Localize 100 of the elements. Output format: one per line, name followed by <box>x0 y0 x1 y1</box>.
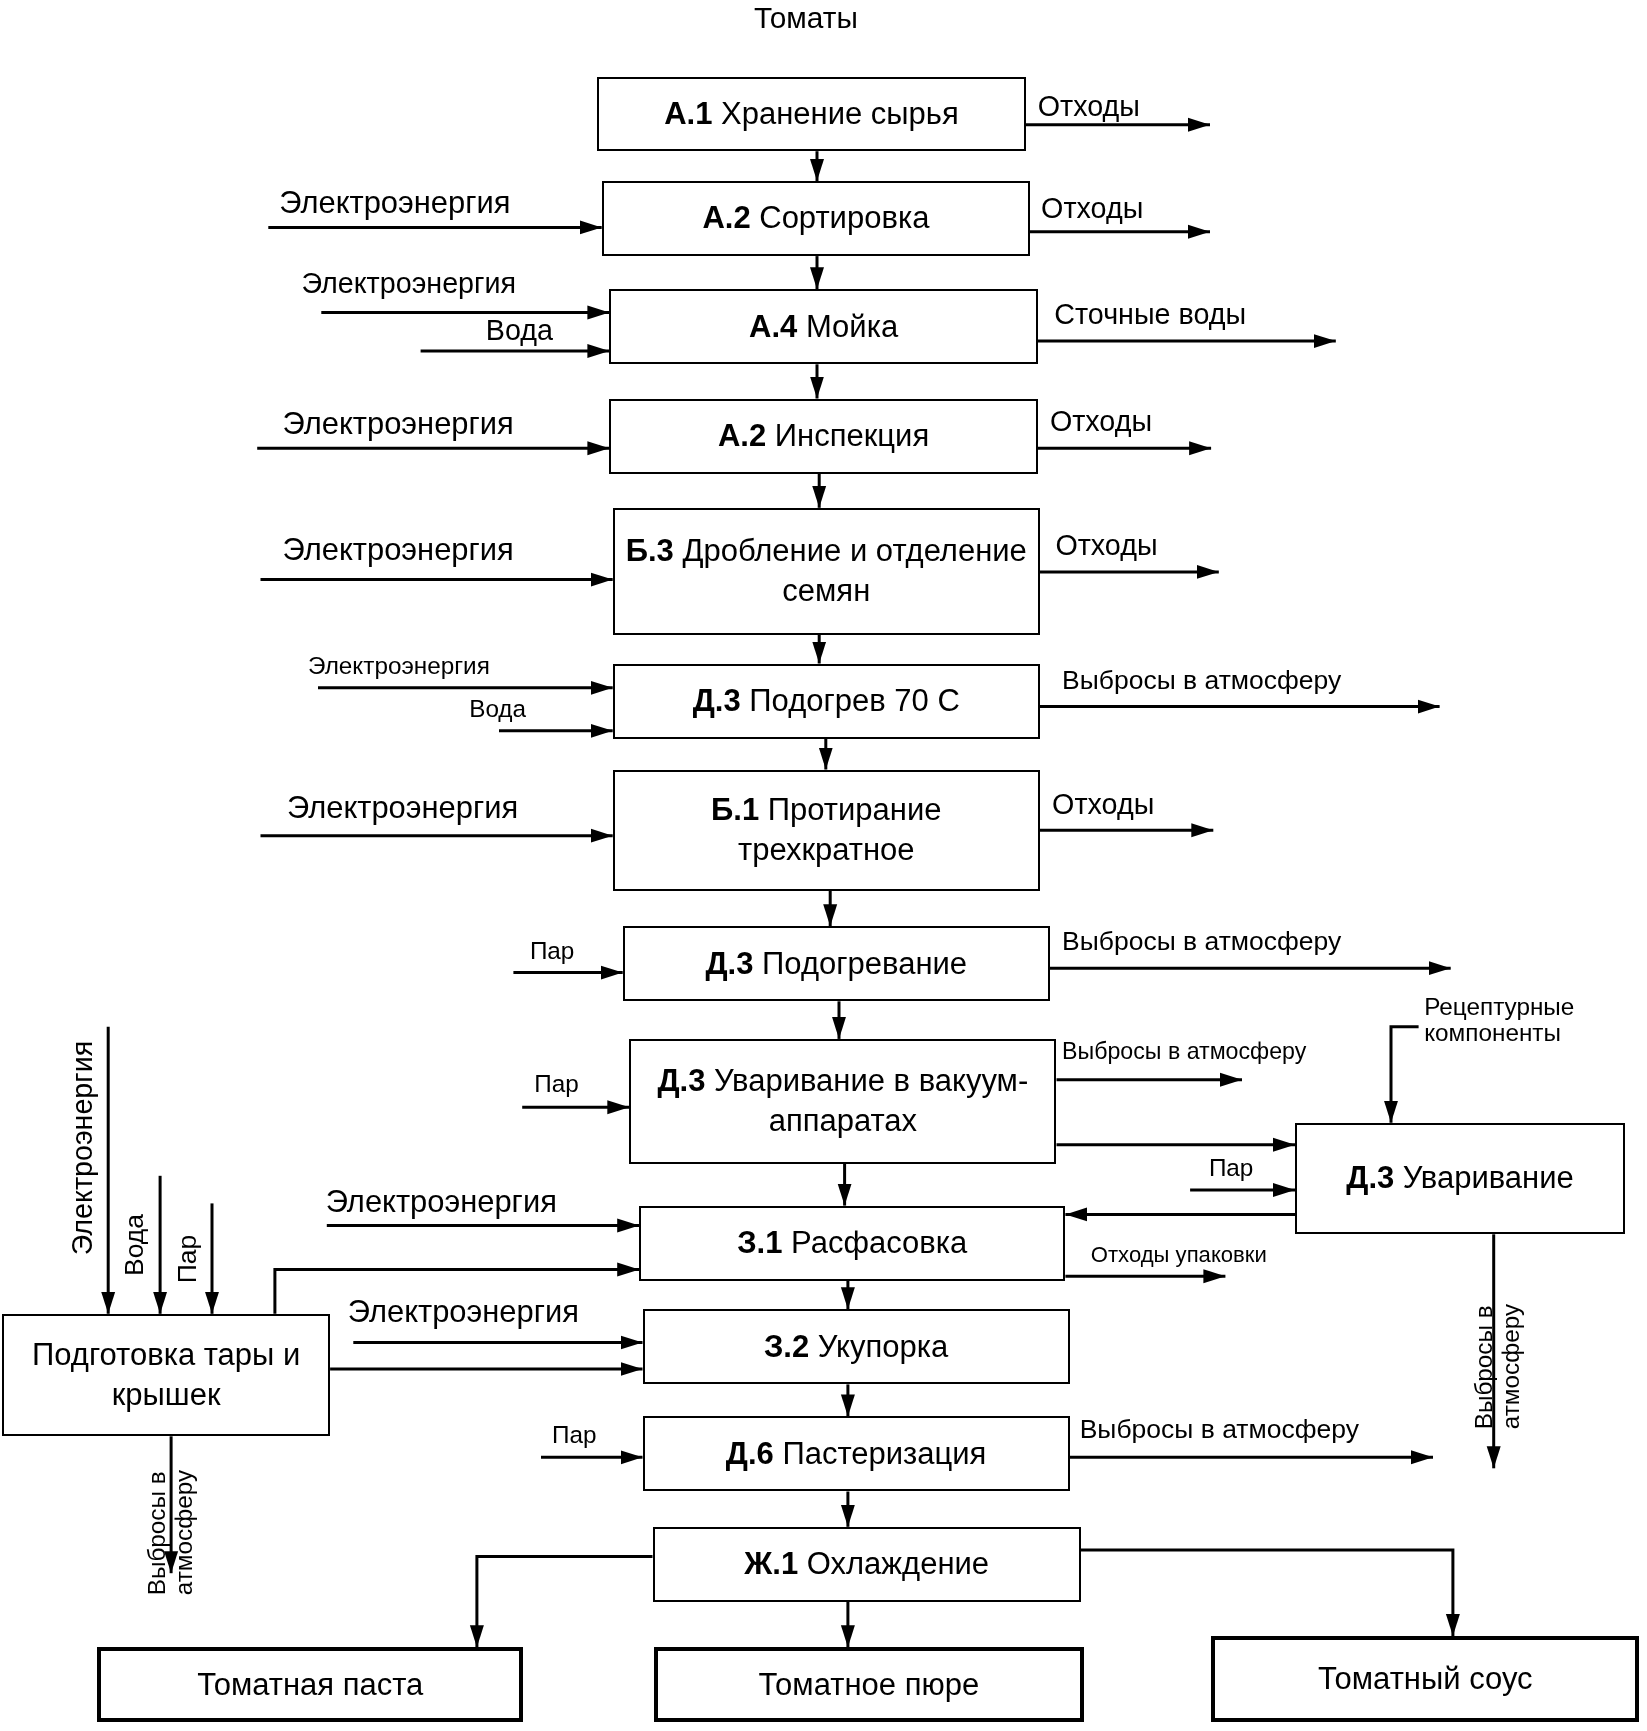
process-label: З.2 Укупорка <box>763 1327 949 1366</box>
arrow <box>1069 1450 1433 1465</box>
arrow <box>1190 1183 1295 1198</box>
process-box <box>1295 1122 1626 1235</box>
process-label: Б.3 Дробление и отделение семян <box>624 532 1028 611</box>
process-box <box>639 1205 1066 1281</box>
process-label: А.2 Инспекция <box>717 416 930 455</box>
edge-label: Пар <box>529 938 575 966</box>
edge-label: Выбросы в атмосферу <box>1471 1303 1525 1430</box>
edge-label: Выбросы в атмосферу <box>1062 665 1342 695</box>
edge-label: Вода <box>469 695 527 723</box>
edge-label: Отходы <box>1037 90 1140 123</box>
edge-label: Пар <box>552 1422 597 1449</box>
arrow <box>420 344 610 359</box>
title: Томаты <box>753 2 858 35</box>
process-label: Д.3 Подогревание <box>705 944 968 983</box>
edge-label: Отходы <box>1055 529 1158 562</box>
edge-label: Отходы упаковки <box>1090 1243 1267 1268</box>
arrow <box>353 1335 643 1350</box>
process-label: Томатный соус <box>1318 1660 1533 1698</box>
arrow <box>469 1555 653 1648</box>
process-box <box>597 77 1026 152</box>
process-label: З.1 Расфасовка <box>737 1224 968 1262</box>
product-box <box>1211 1636 1640 1723</box>
edge-label: Рецептурные компоненты <box>1424 993 1576 1048</box>
arrow <box>499 723 613 738</box>
process-box <box>612 663 1040 739</box>
arrow <box>318 680 613 695</box>
edge-label: Сточные воды <box>1054 299 1247 331</box>
edge-label: Пар <box>173 1234 203 1283</box>
product-box <box>97 1647 524 1723</box>
arrow <box>273 1262 640 1314</box>
arrow <box>1056 1137 1295 1152</box>
process-box <box>642 1309 1070 1385</box>
process-label: А.4 Мойка <box>749 307 899 346</box>
arrow <box>1049 961 1451 976</box>
arrow <box>1040 699 1440 714</box>
arrow <box>260 828 613 843</box>
process-box <box>629 1038 1057 1164</box>
process-label: Д.3 Уваривание в вакуум-аппаратах <box>656 1062 1030 1141</box>
arrow <box>1040 564 1219 579</box>
arrow <box>840 1601 855 1648</box>
edge-label: Отходы <box>1052 789 1155 821</box>
arrow <box>837 1163 852 1206</box>
arrow <box>257 441 610 456</box>
process-label: Б.1 Протирание трехкратное <box>710 790 943 870</box>
arrow <box>832 1001 846 1039</box>
process-label: Ж.1 Охлаждение <box>744 1545 990 1584</box>
arrow <box>1056 1072 1242 1087</box>
edge-label: Отходы <box>1041 193 1144 225</box>
edge-label: Выбросы в атмосферу <box>144 1468 198 1596</box>
arrow <box>810 364 824 399</box>
edge-label: Электроэнергия <box>287 790 519 825</box>
process-box <box>612 507 1040 635</box>
arrow <box>1037 441 1212 456</box>
arrow <box>268 220 602 235</box>
process-label: А.1 Хранение сырья <box>664 95 959 134</box>
process-label: Подготовка тары и крышек <box>30 1335 302 1415</box>
process-label: Томатное пюре <box>758 1665 980 1704</box>
arrow <box>840 1491 855 1527</box>
arrow <box>1065 1269 1226 1284</box>
arrow <box>321 305 610 320</box>
arrow <box>1037 334 1336 349</box>
process-box <box>601 181 1031 257</box>
arrow <box>812 634 827 664</box>
process-box <box>642 1416 1070 1492</box>
arrow <box>823 890 838 927</box>
edge-label: Выбросы в атмосферу <box>1079 1415 1359 1445</box>
edge-label: Выбросы в атмосферу <box>1062 1038 1307 1065</box>
arrow <box>205 1203 219 1314</box>
process-box <box>609 289 1038 365</box>
process-box <box>612 769 1040 891</box>
process-box <box>609 398 1038 474</box>
edge-label: Электроэнергия <box>282 407 514 442</box>
arrow <box>1080 1548 1460 1637</box>
arrow <box>1025 117 1210 132</box>
edge-label: Электроэнергия <box>67 1040 99 1256</box>
edge-label: Электроэнергия <box>282 533 514 568</box>
arrow <box>1486 1234 1501 1469</box>
edge-label: Пар <box>1208 1154 1254 1182</box>
arrow <box>164 1436 179 1574</box>
arrow <box>101 1026 116 1314</box>
arrow <box>1030 224 1210 239</box>
arrow <box>260 572 613 587</box>
process-box <box>622 926 1050 1002</box>
arrow <box>810 151 824 182</box>
process-label: Томатная паста <box>197 1665 424 1704</box>
process-label: Д.3 Подогрев 70 С <box>692 681 960 720</box>
process-box <box>2 1313 331 1437</box>
arrow <box>541 1450 643 1465</box>
product-box <box>653 1647 1085 1723</box>
edge-label: Вода <box>120 1214 150 1277</box>
arrow <box>153 1175 168 1314</box>
arrow <box>326 1218 640 1233</box>
edge-label: Пар <box>534 1070 579 1098</box>
arrow <box>522 1100 630 1115</box>
arrow <box>840 1384 855 1417</box>
edge-label: Отходы <box>1049 406 1153 438</box>
edge-label: Электроэнергия <box>325 1184 557 1219</box>
arrow <box>513 965 623 980</box>
